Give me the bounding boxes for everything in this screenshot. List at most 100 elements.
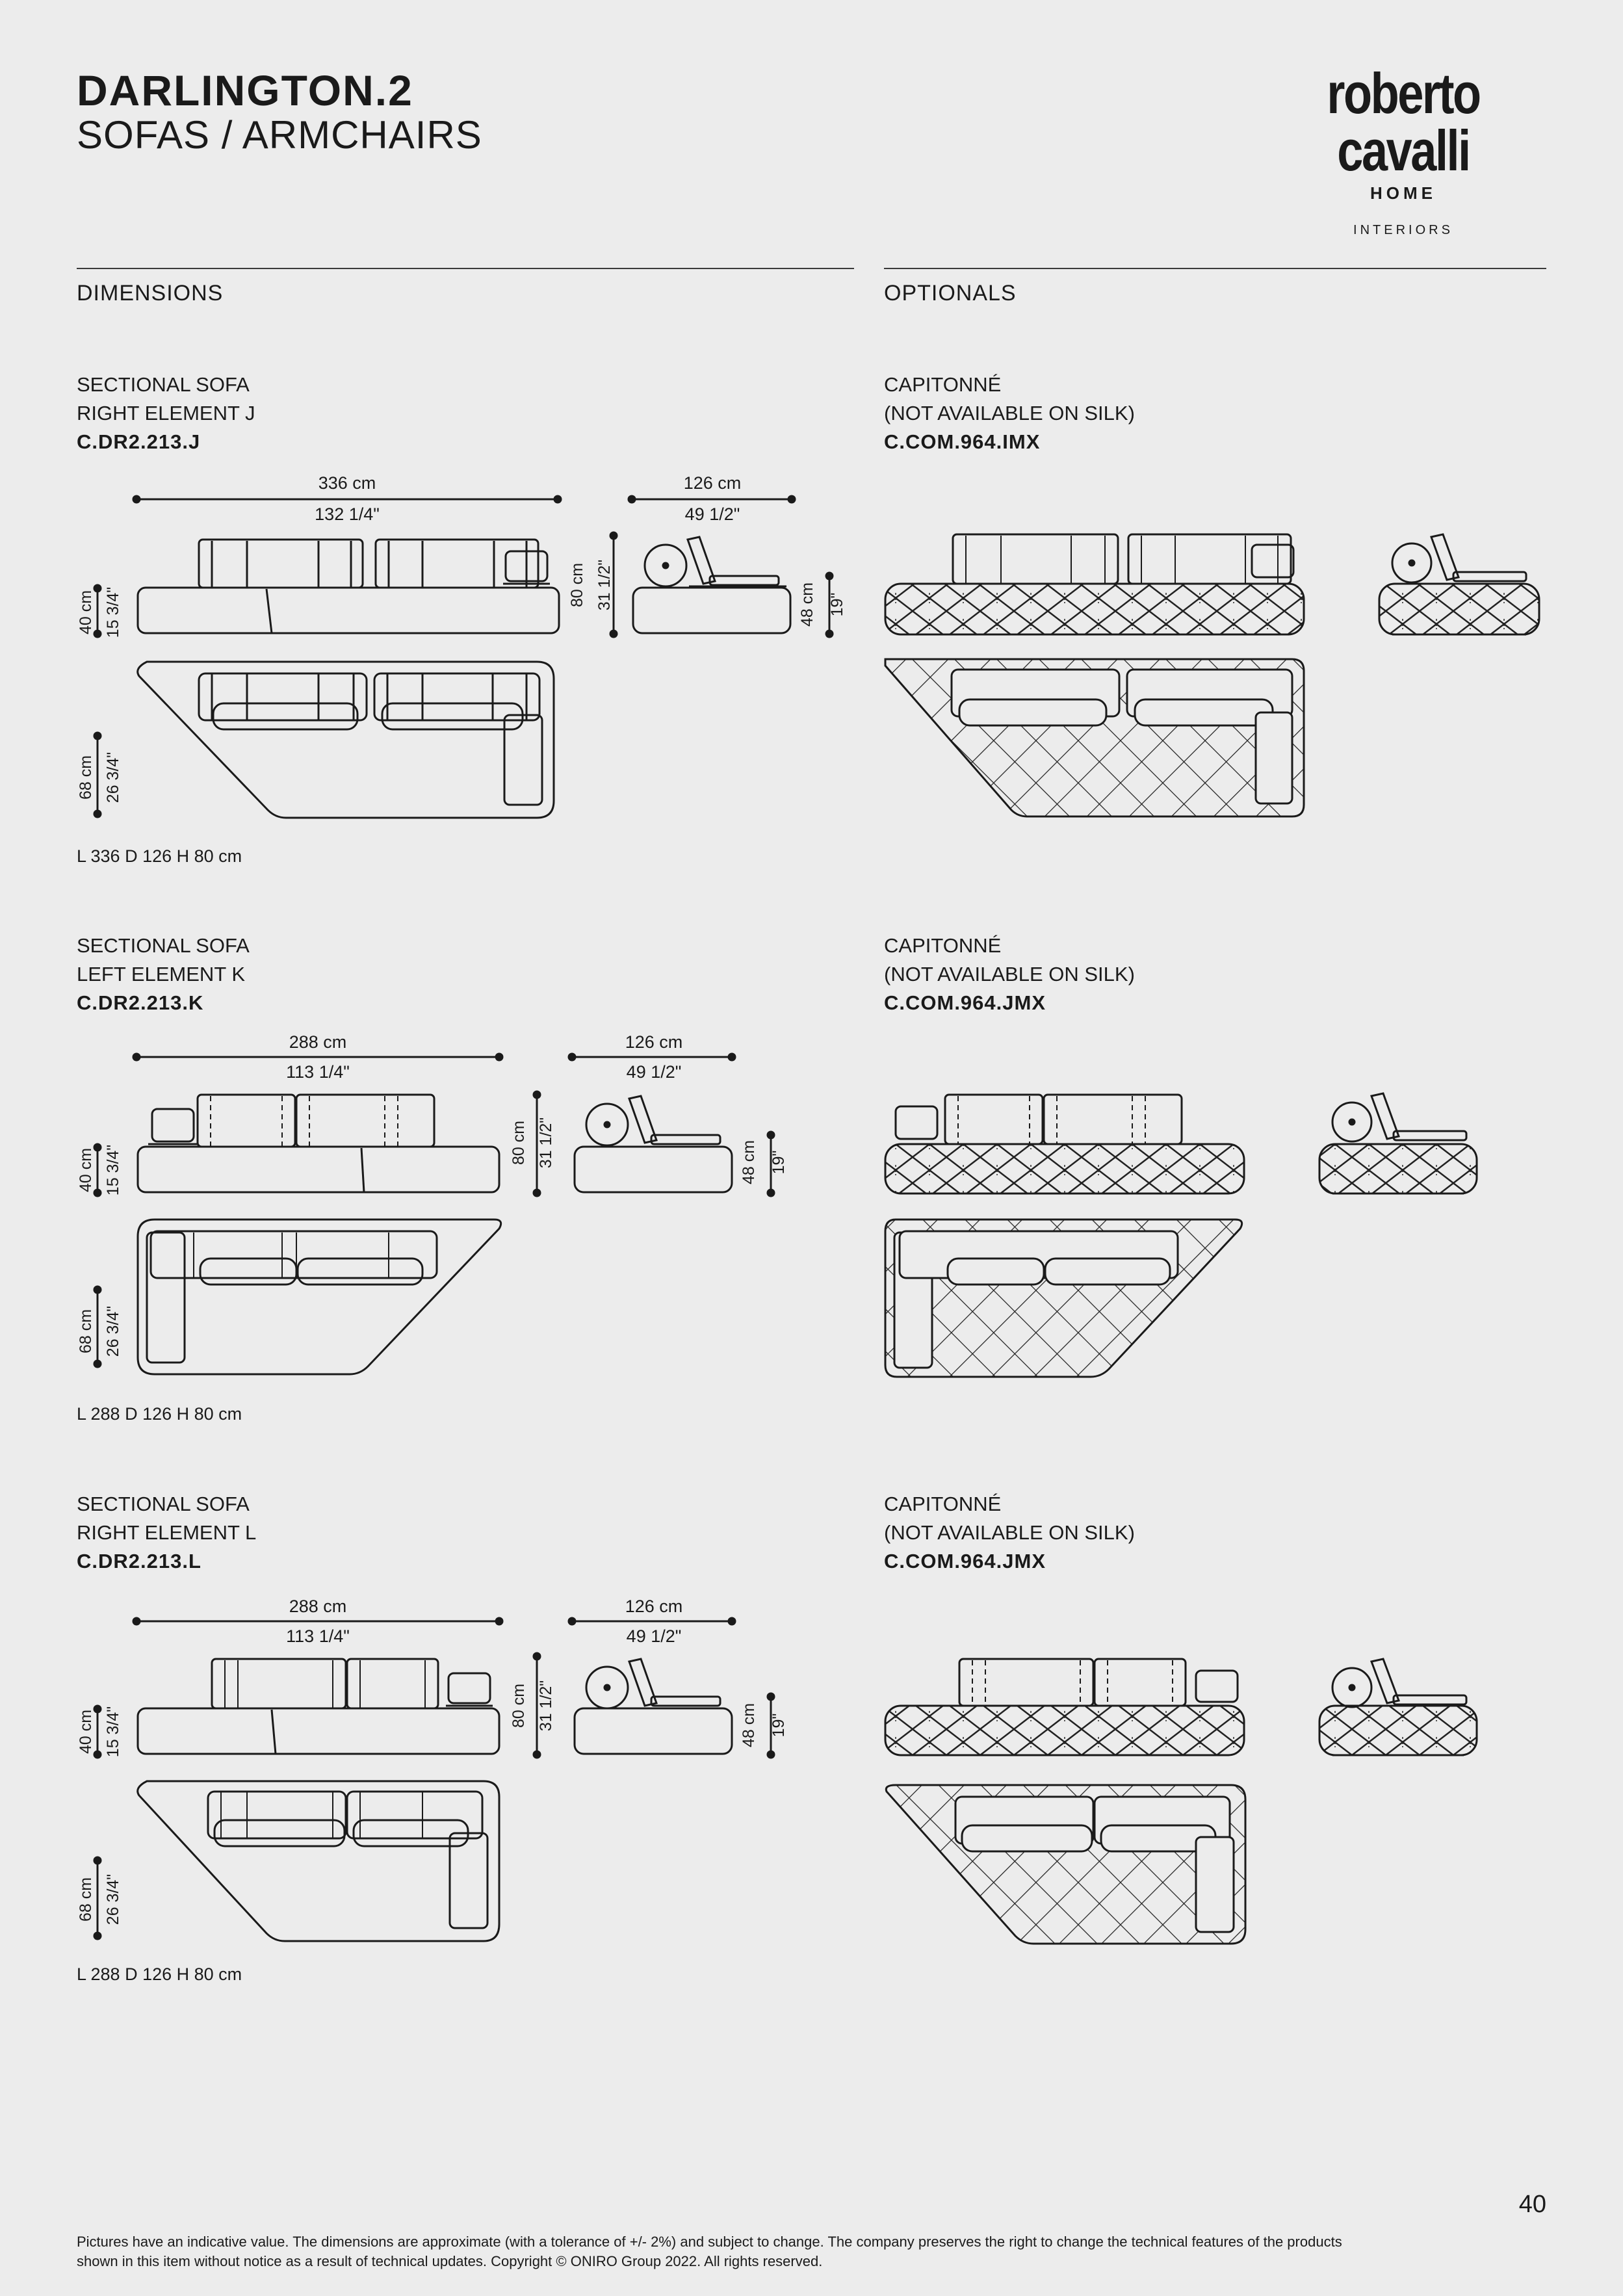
sofa-front-view: [136, 538, 560, 634]
product-type: SECTIONAL SOFA: [77, 1493, 250, 1515]
brand-logo: roberto cavalli HOME INTERIORS: [1260, 65, 1546, 238]
sofa-plan-view: [136, 1780, 500, 1942]
seat-height-in-label: 15 3/4": [104, 1706, 122, 1757]
brand-name: roberto cavalli: [1327, 61, 1481, 183]
total-height-cm-label: 80 cm: [510, 1121, 528, 1165]
capitonne-side-view: [1318, 1658, 1478, 1756]
total-height-dimension-line: [532, 1652, 541, 1759]
seat-height-dimension-line: [93, 1143, 102, 1197]
total-height-cm-label: 80 cm: [568, 563, 586, 607]
width-cm-label: 288 cm: [289, 1597, 347, 1616]
product-code: C.DR2.213.K: [77, 991, 204, 1014]
plan-depth-cm-label: 68 cm: [77, 1309, 95, 1353]
dimension-summary: L 288 D 126 H 80 cm: [77, 1404, 242, 1424]
optional-note: (NOT AVAILABLE ON SILK): [884, 402, 1135, 424]
sofa-plan-view: [136, 1218, 502, 1376]
total-height-dimension-line: [609, 531, 618, 638]
page-title: DARLINGTON.2: [77, 66, 413, 114]
product-block-l: SECTIONAL SOFA RIGHT ELEMENT L C.DR2.213…: [77, 1490, 256, 1576]
plan-depth-in-label: 26 3/4": [104, 1306, 122, 1357]
width-dimension-line: [132, 495, 562, 504]
total-height-in-label: 31 1/2": [595, 560, 614, 610]
width-in-label: 113 1/4": [286, 1626, 350, 1646]
sofa-side-view: [573, 1658, 733, 1755]
product-block-k: SECTIONAL SOFA LEFT ELEMENT K C.DR2.213.…: [77, 932, 250, 1017]
product-element: RIGHT ELEMENT J: [77, 402, 255, 424]
page-subtitle: SOFAS / ARMCHAIRS: [77, 113, 482, 157]
plan-depth-in-label: 26 3/4": [104, 1874, 122, 1925]
plan-depth-dimension-line: [93, 1285, 102, 1368]
product-block-j: SECTIONAL SOFA RIGHT ELEMENT J C.DR2.213…: [77, 371, 255, 456]
width-cm-label: 336 cm: [318, 473, 376, 493]
product-type: SECTIONAL SOFA: [77, 373, 250, 396]
capitonne-side-view: [1318, 1092, 1478, 1195]
optional-name: CAPITONNÉ: [884, 1493, 1002, 1515]
optionals-heading: OPTIONALS: [884, 281, 1017, 306]
capitonne-front-view: [884, 533, 1305, 636]
sofa-side-view: [573, 1095, 733, 1194]
capitonne-plan-view: [884, 1218, 1243, 1378]
plan-depth-dimension-line: [93, 731, 102, 818]
plan-depth-cm-label: 68 cm: [77, 755, 95, 800]
optional-code: C.COM.964.JMX: [884, 991, 1046, 1014]
optional-note: (NOT AVAILABLE ON SILK): [884, 1521, 1135, 1544]
seat-height-dimension-line: [93, 584, 102, 638]
optional-note: (NOT AVAILABLE ON SILK): [884, 963, 1135, 985]
dimensions-heading: DIMENSIONS: [77, 281, 224, 306]
product-element: RIGHT ELEMENT L: [77, 1521, 257, 1544]
arm-height-dimension-line: [825, 571, 834, 638]
arm-height-dimension-line: [766, 1692, 775, 1759]
sofa-side-view: [632, 536, 792, 634]
plan-depth-cm-label: 68 cm: [77, 1877, 95, 1922]
arm-height-cm-label: 48 cm: [740, 1140, 758, 1184]
disclaimer-note: Pictures have an indicative value. The d…: [77, 2234, 1342, 2269]
capitonne-side-view: [1378, 533, 1540, 636]
width-dimension-line: [132, 1617, 504, 1626]
width-in-label: 132 1/4": [315, 504, 380, 524]
depth-dimension-line: [567, 1617, 736, 1626]
depth-dimension-line: [627, 495, 796, 504]
depth-cm-label: 126 cm: [625, 1032, 683, 1052]
optionals-rule: [884, 268, 1546, 269]
arm-height-cm-label: 48 cm: [798, 582, 816, 627]
plan-depth-in-label: 26 3/4": [104, 752, 122, 803]
sofa-front-view: [136, 1658, 500, 1755]
brand-interiors: INTERIORS: [1353, 223, 1453, 237]
product-type: SECTIONAL SOFA: [77, 934, 250, 957]
product-code: C.DR2.213.L: [77, 1550, 201, 1572]
dimension-summary: L 336 D 126 H 80 cm: [77, 846, 242, 866]
optional-name: CAPITONNÉ: [884, 934, 1002, 957]
plan-depth-dimension-line: [93, 1856, 102, 1940]
total-height-dimension-line: [532, 1090, 541, 1197]
arm-height-in-label: 19": [828, 593, 846, 617]
capitonne-plan-view: [884, 658, 1305, 818]
depth-in-label: 49 1/2": [627, 1626, 682, 1646]
seat-height-cm-label: 40 cm: [77, 1710, 95, 1754]
depth-dimension-line: [567, 1052, 736, 1062]
seat-height-cm-label: 40 cm: [77, 590, 95, 634]
optional-block-k: CAPITONNÉ (NOT AVAILABLE ON SILK) C.COM.…: [884, 932, 1135, 1017]
depth-in-label: 49 1/2": [685, 504, 740, 524]
total-height-cm-label: 80 cm: [510, 1684, 528, 1728]
sofa-plan-view: [136, 660, 555, 819]
product-element: LEFT ELEMENT K: [77, 963, 245, 985]
optional-block-l: CAPITONNÉ (NOT AVAILABLE ON SILK) C.COM.…: [884, 1490, 1135, 1576]
seat-height-in-label: 15 3/4": [104, 587, 122, 638]
width-dimension-line: [132, 1052, 504, 1062]
optional-code: C.COM.964.JMX: [884, 1550, 1046, 1572]
seat-height-in-label: 15 3/4": [104, 1145, 122, 1195]
optional-name: CAPITONNÉ: [884, 373, 1002, 396]
depth-in-label: 49 1/2": [627, 1062, 682, 1082]
brand-home: HOME: [1370, 183, 1436, 203]
capitonne-plan-view: [885, 1784, 1247, 1945]
capitonne-front-view: [884, 1658, 1245, 1756]
depth-cm-label: 126 cm: [625, 1597, 683, 1616]
optional-code: C.COM.964.IMX: [884, 430, 1041, 453]
page-number: 40: [1518, 2191, 1546, 2218]
arm-height-cm-label: 48 cm: [740, 1703, 758, 1747]
sofa-front-view: [136, 1093, 500, 1194]
total-height-in-label: 31 1/2": [537, 1117, 555, 1168]
arm-height-dimension-line: [766, 1130, 775, 1197]
capitonne-front-view: [884, 1093, 1245, 1195]
